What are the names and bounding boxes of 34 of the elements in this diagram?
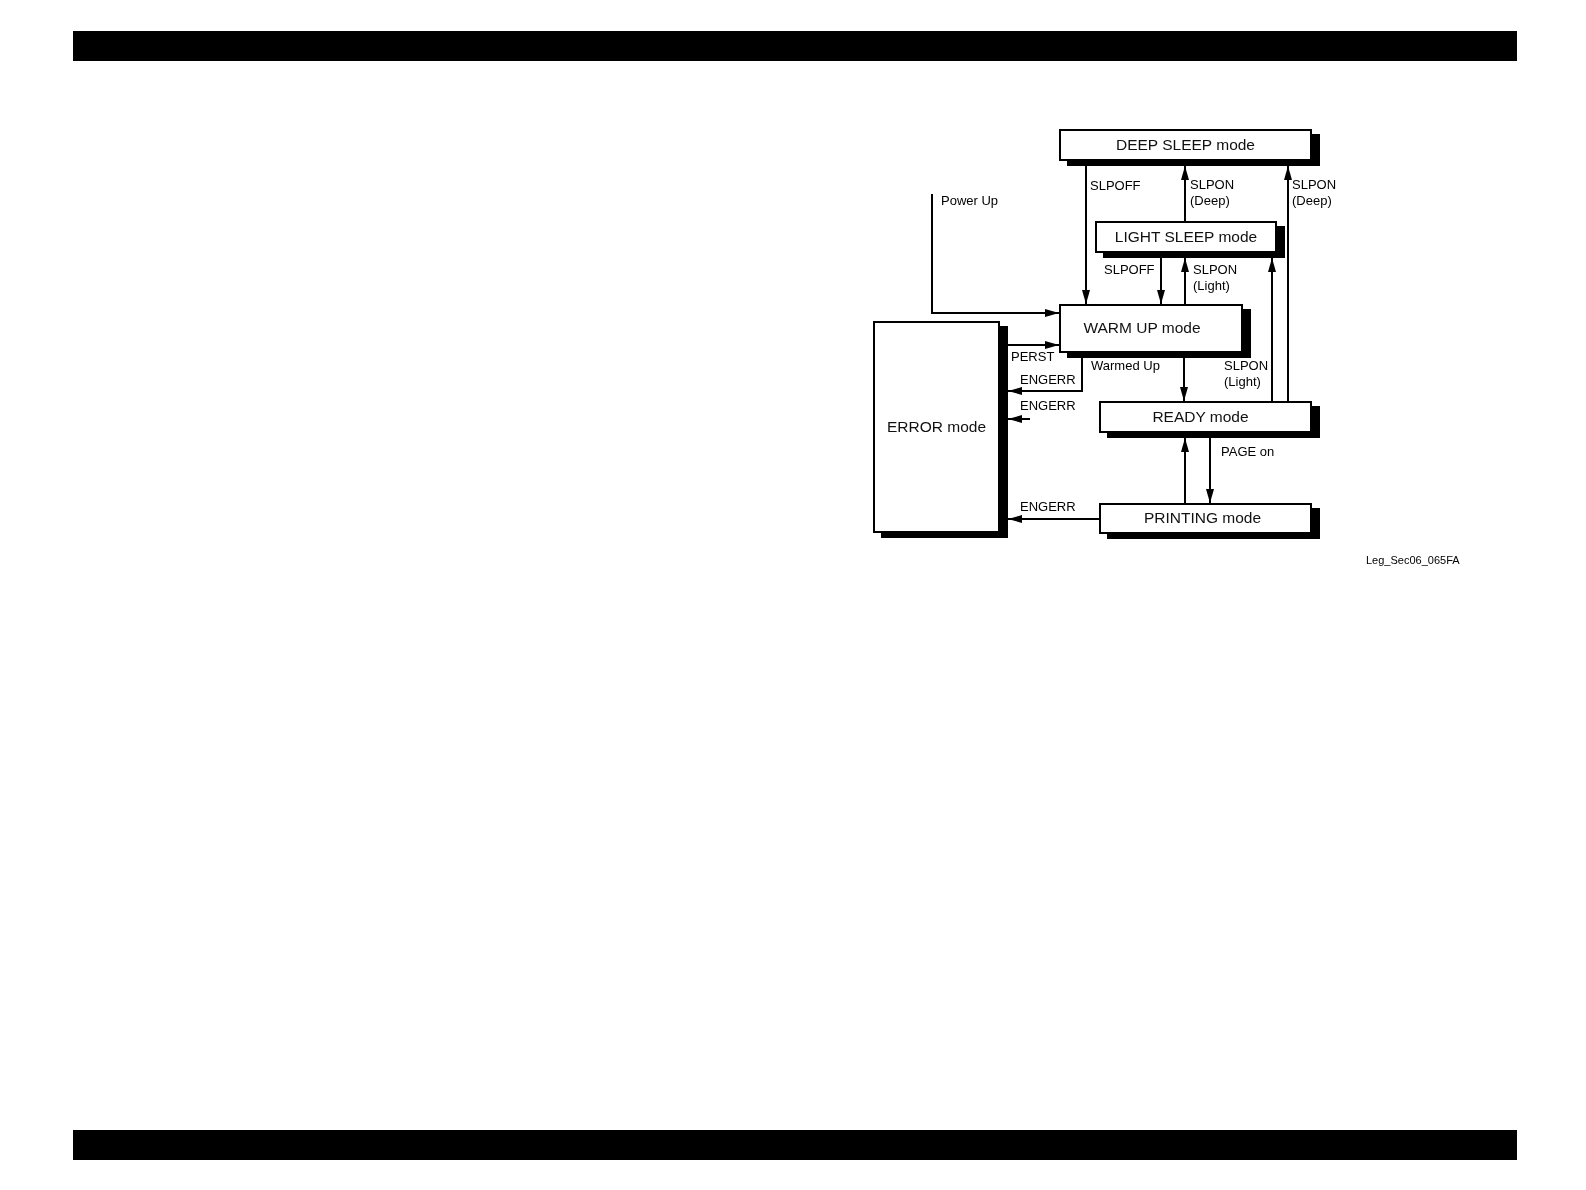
- arrow: [1157, 257, 1165, 305]
- arrow: [1007, 357, 1083, 395]
- edge-label: SLPON (Light): [1224, 358, 1269, 390]
- edge-label: SLPON (Deep): [1292, 177, 1337, 209]
- arrow: [1181, 257, 1189, 305]
- arrow: [1206, 437, 1214, 504]
- edge-label: SLPON (Deep): [1190, 177, 1235, 209]
- state-box: READY mode: [1099, 401, 1320, 438]
- edge-label: SLPOFF: [1104, 262, 1155, 278]
- arrow: [1007, 415, 1031, 423]
- edge-label: PAGE on: [1221, 444, 1275, 460]
- state-box: LIGHT SLEEP mode: [1095, 221, 1285, 258]
- state-box: DEEP SLEEP mode: [1059, 129, 1320, 166]
- state-box: ERROR mode: [873, 321, 1008, 538]
- edge-label: ENGERR: [1020, 372, 1076, 388]
- edge-label: ENGERR: [1020, 499, 1076, 515]
- edge-label: SLPOFF: [1090, 178, 1141, 194]
- edge-label: Warmed Up: [1091, 358, 1160, 374]
- arrow: [1284, 165, 1292, 402]
- state-box: WARM UP mode: [1059, 304, 1251, 358]
- arrow: [1082, 165, 1090, 305]
- edge-label: PERST: [1011, 349, 1055, 365]
- edge-label: SLPON (Light): [1193, 262, 1238, 294]
- arrow: [1268, 257, 1276, 402]
- edge-label: ENGERR: [1020, 398, 1076, 414]
- arrow: [931, 193, 1060, 317]
- arrow: [1180, 357, 1188, 402]
- edge-label: Power Up: [941, 193, 999, 209]
- arrow: [1007, 341, 1060, 349]
- arrow: [1007, 515, 1100, 523]
- arrow: [1181, 165, 1189, 222]
- arrow: [1181, 437, 1189, 504]
- state-box: PRINTING mode: [1099, 503, 1320, 539]
- figure-id: Leg_Sec06_065FA: [1366, 554, 1460, 568]
